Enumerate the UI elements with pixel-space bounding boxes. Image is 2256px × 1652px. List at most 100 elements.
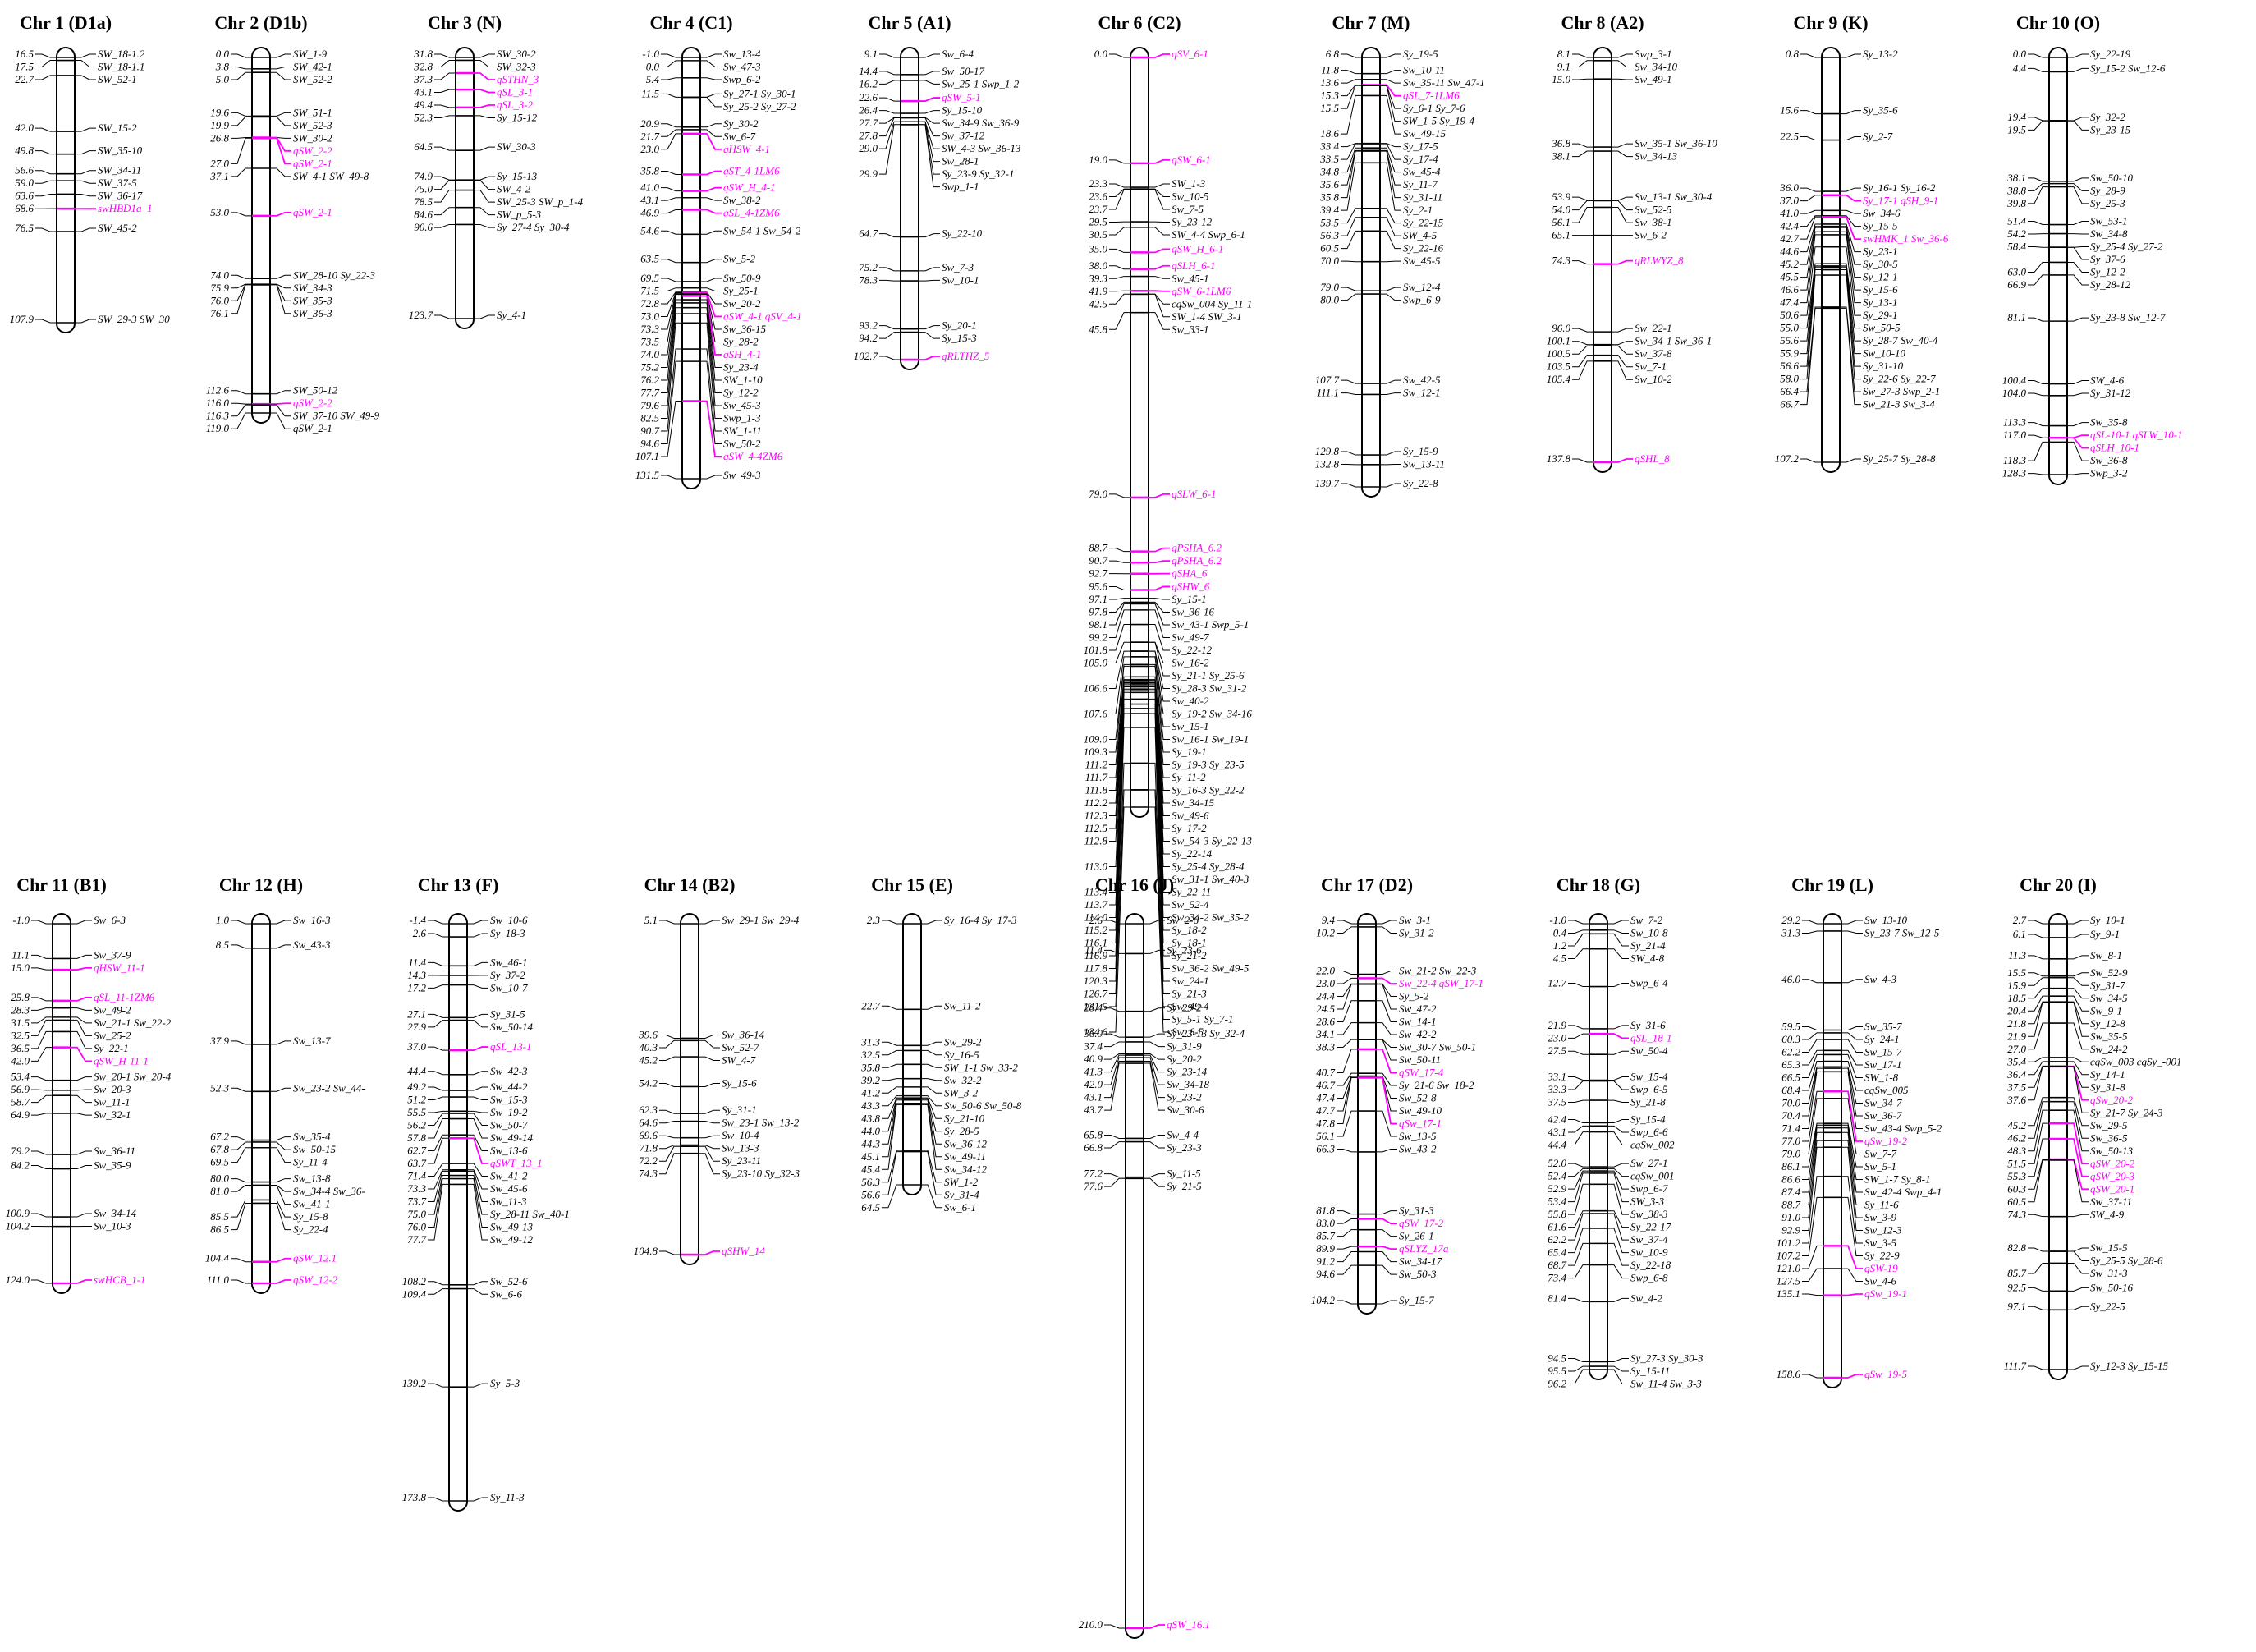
label-connector	[1607, 1081, 1629, 1090]
position-label: 56.2	[407, 1119, 426, 1131]
position-label: 65.8	[1084, 1128, 1103, 1140]
position-connector	[1802, 1146, 1823, 1231]
position-label: -1.4	[409, 914, 426, 926]
marker-label: Sy_5-1 Sy_7-1	[1172, 1012, 1233, 1025]
label-connector	[467, 1113, 488, 1127]
label-connector	[1149, 53, 1170, 58]
marker-label: Sw_23-1 Sw_13-2	[722, 1117, 800, 1129]
position-label: 83.0	[1316, 1217, 1335, 1229]
position-connector	[1337, 1076, 1358, 1099]
label-connector	[1840, 307, 1861, 406]
marker-label: Sy_30-2	[723, 117, 759, 130]
label-connector	[1607, 1025, 1629, 1030]
label-connector	[467, 1118, 488, 1139]
label-connector	[270, 1141, 291, 1150]
position-label: 111.7	[2004, 1360, 2027, 1372]
position-label: 158.6	[1777, 1368, 1801, 1380]
position-label: 35.4	[2006, 1055, 2026, 1067]
position-label: 111.2	[1085, 758, 1108, 770]
position-connector	[428, 1163, 449, 1177]
marker-label: Sw_12-3	[1864, 1223, 1902, 1236]
label-connector	[75, 127, 96, 132]
position-label: 32.8	[413, 61, 433, 73]
position-connector	[231, 284, 252, 314]
marker-label: Sy_15-5	[1863, 220, 1898, 232]
position-label: 29.5	[1089, 216, 1107, 228]
marker-label: Sw_40-2	[1172, 695, 1209, 707]
label-connector	[71, 1150, 92, 1155]
marker-label: Sy_22-14	[1172, 847, 1213, 860]
position-connector	[2028, 1365, 2049, 1370]
marker-label: SW_30-2	[497, 48, 536, 60]
position-label: 84.6	[414, 209, 433, 221]
label-connector	[1380, 70, 1401, 75]
position-label: 16.2	[859, 77, 878, 89]
marker-label: Sw_10-4	[722, 1129, 759, 1141]
marker-label: SW_p_5-3	[497, 209, 542, 221]
marker-label: Sw_35-1 Sw_36-10	[1635, 137, 1717, 149]
position-connector	[879, 121, 901, 149]
label-connector	[1840, 226, 1861, 265]
position-label: 103.5	[1547, 360, 1571, 373]
position-connector	[2028, 972, 2049, 977]
position-label: 27.0	[210, 157, 229, 169]
position-connector	[882, 1095, 903, 1107]
position-label: 28.4	[1084, 1002, 1103, 1014]
marker-label: Sw_50-5	[1863, 322, 1901, 334]
label-connector	[919, 124, 940, 188]
position-connector	[659, 920, 681, 925]
label-connector	[2067, 422, 2089, 427]
label-connector	[1376, 1076, 1397, 1099]
position-connector	[882, 920, 903, 925]
label-connector	[1607, 1170, 1629, 1190]
marker-label: Sy_22-6 Sy_22-7	[1863, 373, 1936, 385]
marker-label: Sw_4-2	[1630, 1292, 1663, 1304]
position-connector	[2028, 1022, 2049, 1050]
position-label: 109.0	[1084, 732, 1108, 745]
position-connector	[882, 1104, 903, 1170]
marker-label: Sw_30-7 Sw_50-1	[1399, 1041, 1476, 1053]
position-label: 112.2	[1084, 796, 1108, 809]
marker-label: Sy_15-7	[1399, 1294, 1434, 1306]
position-label: 93.2	[859, 319, 878, 332]
position-connector	[1104, 1062, 1126, 1111]
position-label: 53.9	[1552, 190, 1570, 203]
position-connector	[1800, 195, 1822, 202]
label-connector	[1149, 624, 1170, 651]
position-connector	[1568, 1170, 1589, 1190]
label-connector	[700, 293, 722, 342]
position-connector	[882, 1063, 903, 1068]
position-connector	[31, 1030, 53, 1049]
label-connector	[1144, 1041, 1165, 1048]
label-connector	[1607, 1358, 1629, 1363]
label-connector	[2067, 1022, 2089, 1050]
label-connector	[2067, 67, 2089, 72]
label-connector	[1149, 585, 1170, 591]
position-label: 38.1	[1551, 150, 1570, 163]
position-label: 70.0	[1320, 255, 1339, 267]
marker-label: Sw_47-2	[1399, 1003, 1437, 1015]
position-label: 11.3	[2008, 949, 2026, 961]
marker-label: Sw_3-5	[1864, 1237, 1897, 1249]
marker-label: SW_4-9	[2090, 1208, 2125, 1220]
position-connector	[1802, 1122, 1823, 1168]
label-connector	[1380, 260, 1401, 263]
marker-label: Sy_6-1 Sy_7-6	[1403, 102, 1465, 114]
chromosome-bar	[1593, 47, 1612, 473]
position-label: 112.8	[1084, 834, 1108, 847]
position-label: 38.1	[2006, 172, 2026, 184]
position-label: 76.1	[210, 307, 229, 319]
position-connector	[1109, 679, 1130, 778]
label-connector	[1607, 1183, 1629, 1215]
position-label: 6.1	[2013, 928, 2026, 940]
marker-label: Sw_34-7	[1864, 1096, 1902, 1108]
marker-label: Sw_38-2	[723, 194, 761, 206]
label-connector	[270, 1185, 291, 1192]
position-label: 94.5	[1548, 1352, 1566, 1365]
position-connector	[1109, 789, 1130, 1007]
marker-label: Sw_46-1	[490, 956, 528, 968]
position-connector	[428, 1134, 449, 1152]
position-label: 27.0	[2007, 1043, 2026, 1055]
marker-label: Sy_32-2	[2090, 111, 2125, 123]
marker-label: Sy_20-2	[1167, 1053, 1202, 1065]
